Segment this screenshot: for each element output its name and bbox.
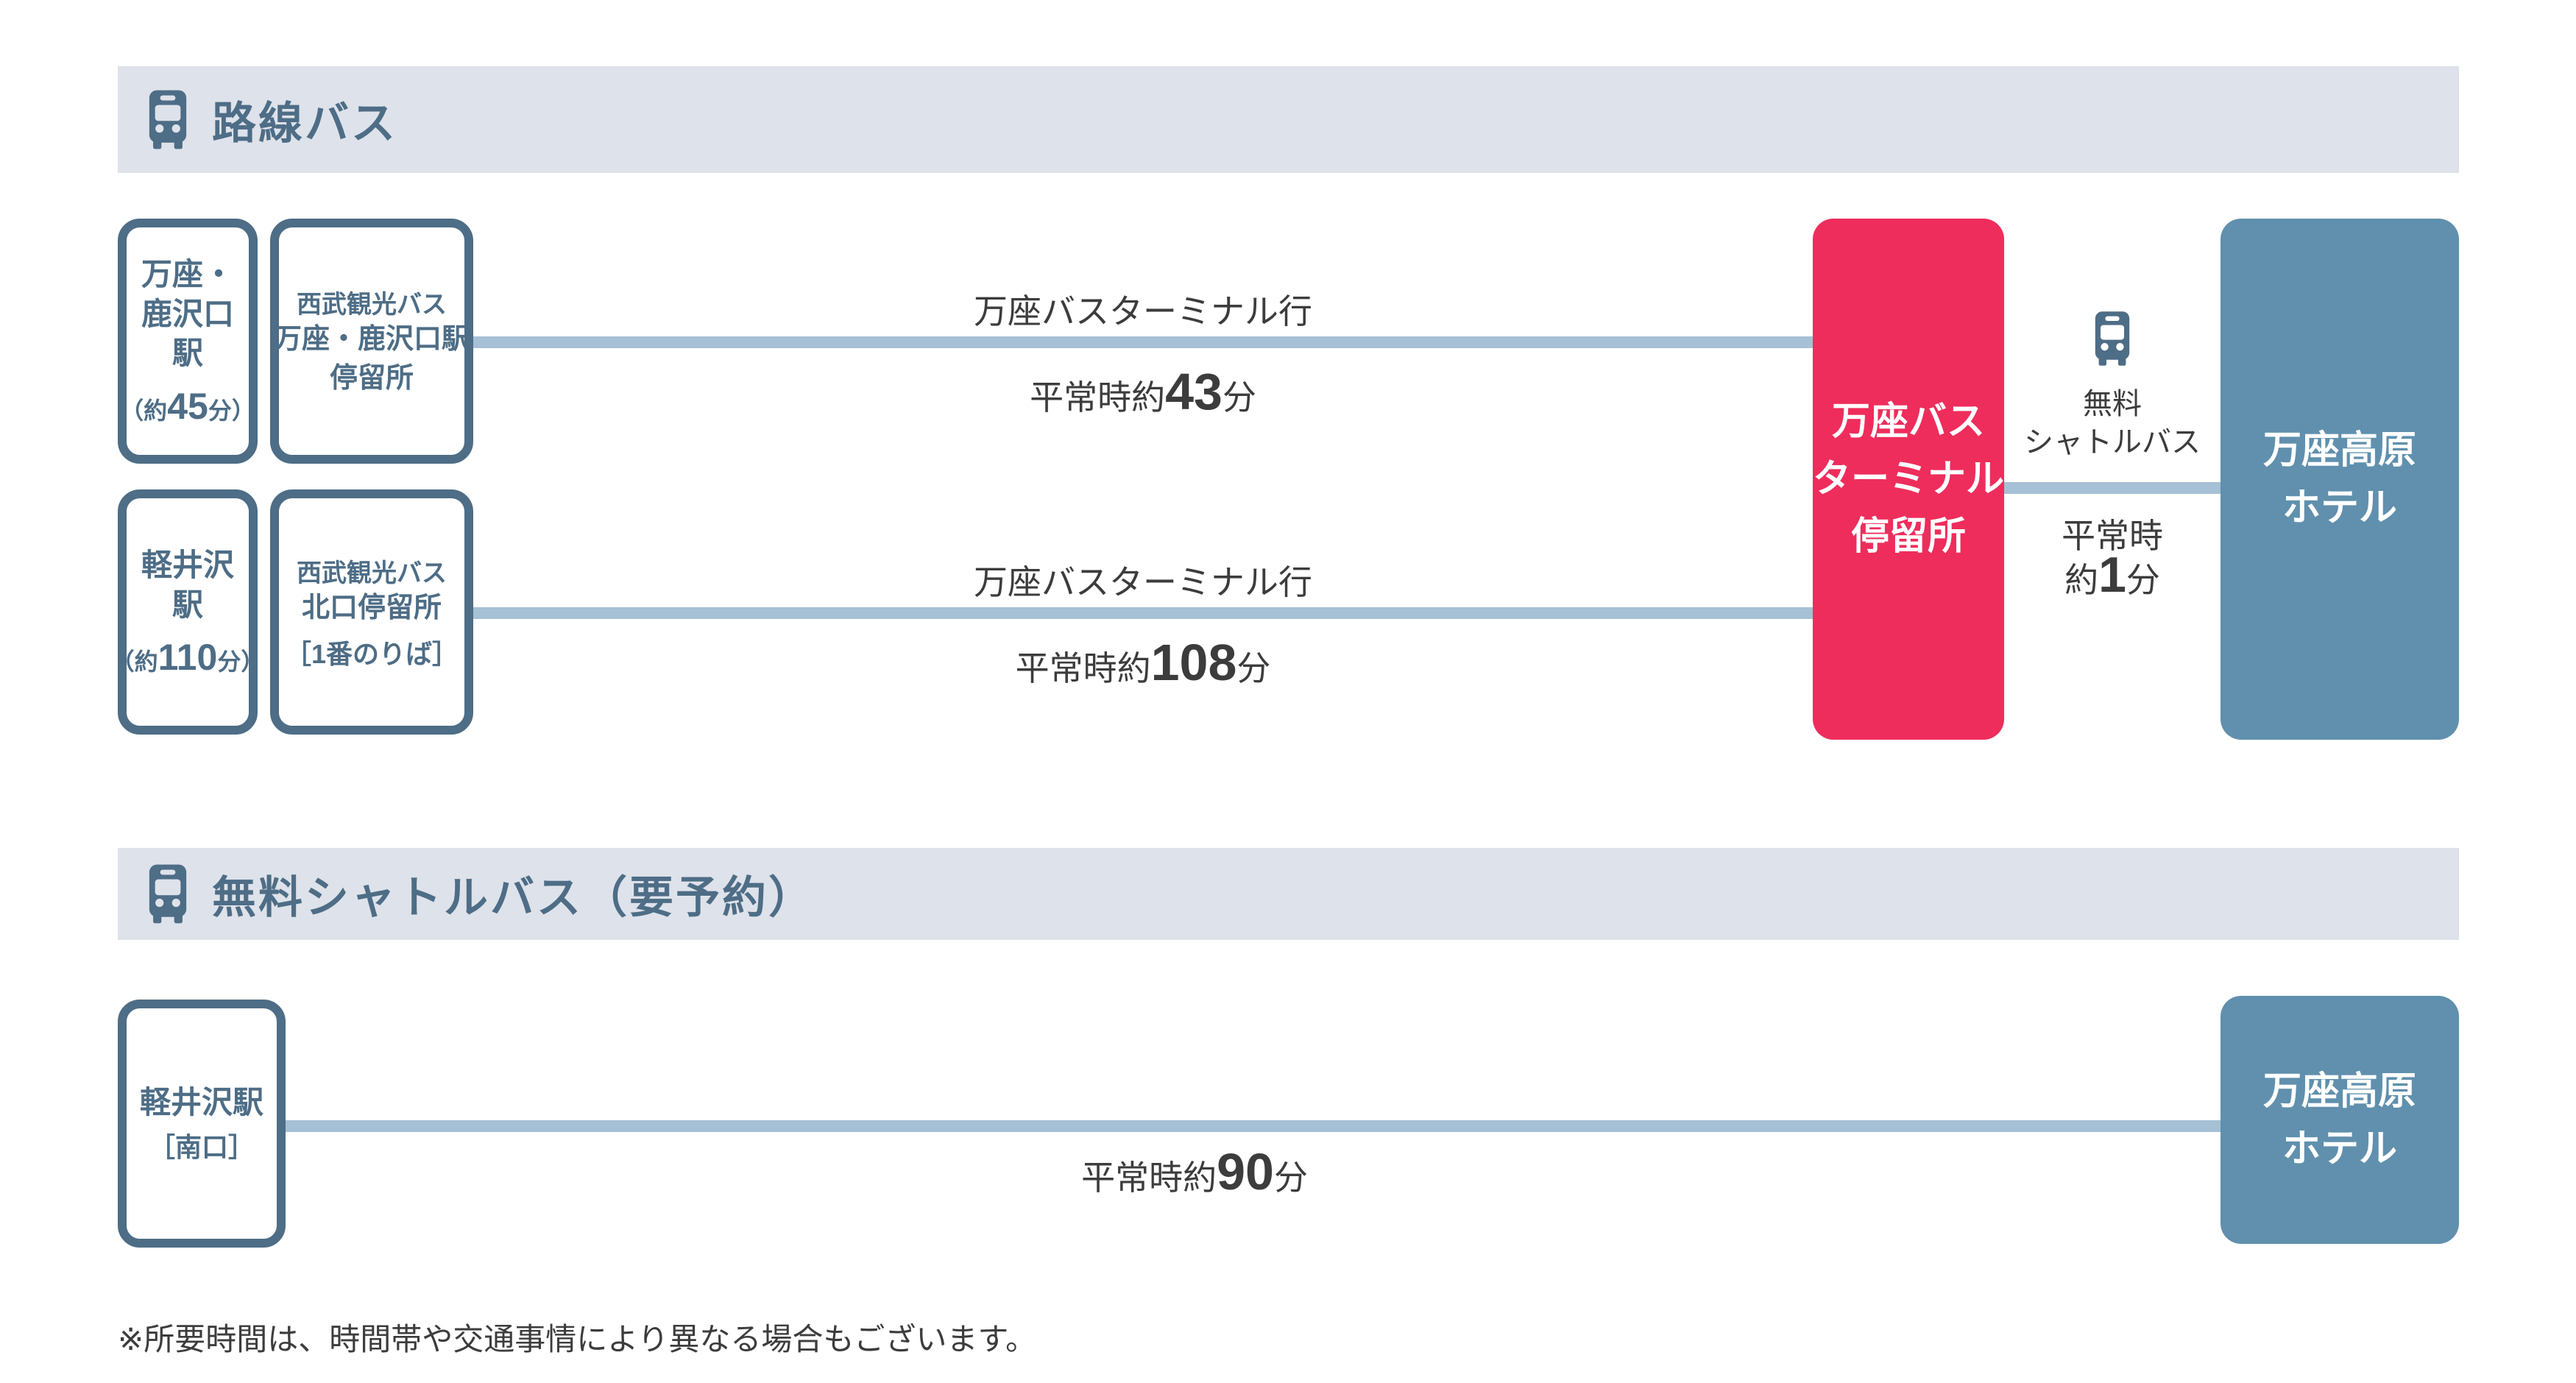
origin-station-name: 軽井沢駅	[141, 547, 234, 622]
free-shuttle-label-line2: シャトルバス	[2024, 426, 2201, 459]
time-prefix: 約	[2064, 561, 2099, 599]
free-shuttle-label-line1: 無料	[2083, 388, 2142, 420]
route-1-time-label: 平常時約43分	[473, 362, 1813, 421]
hotel-name-line2: ホテル	[2282, 487, 2397, 529]
time-suffix: 分	[1273, 1159, 1308, 1197]
shuttle-connector-line	[2004, 482, 2221, 494]
route-line-2	[473, 607, 1813, 619]
terminal-box-manza-bus-terminal: 万座バス ターミナル 停留所	[1813, 219, 2004, 740]
route-1-destination-label: 万座バスターミナル行	[974, 292, 1312, 330]
bus-company-name: 西武観光バス	[297, 290, 447, 319]
footnote: ※所要時間は、時間帯や交通事情により異なる場合もございます。	[118, 1322, 1037, 1357]
section-title-free-shuttle: 無料シャトルバス（要予約）	[212, 873, 815, 922]
hotel-name-line1: 万座高原	[2262, 429, 2416, 472]
bus-icon	[149, 864, 187, 924]
duration-prefix: （約	[110, 648, 158, 676]
origin-station-name: 軽井沢駅	[139, 1084, 263, 1120]
shuttle-bus-icon-wrap	[2004, 309, 2221, 372]
duration-suffix: 分）	[217, 648, 265, 676]
origin-box-karuizawa-south: 軽井沢駅 ［南口］	[118, 1000, 286, 1248]
origin-duration: （約110分）	[111, 636, 265, 679]
time-suffix: 分	[1222, 378, 1256, 417]
duration-suffix: 分）	[208, 397, 255, 425]
time-value: 90	[1217, 1143, 1274, 1200]
time-value: 108	[1150, 634, 1237, 691]
bus-stop-name: 万座・鹿沢口駅	[274, 323, 470, 355]
origin-box-manza-kazawaguchi: 万座・鹿沢口駅 （約45分）	[118, 219, 258, 464]
bus-stop-box-manza-kazawaguchi: 西武観光バス 万座・鹿沢口駅 停留所	[270, 219, 473, 464]
origin-box-karuizawa: 軽井沢駅 （約110分）	[111, 489, 264, 735]
bus-stop-name: 北口停留所	[301, 593, 442, 624]
duration-value: 110	[158, 637, 218, 679]
shuttle-time-label-line1: 平常時	[2062, 517, 2163, 555]
bus-company-name: 西武観光バス	[297, 559, 447, 588]
time-value: 43	[1165, 363, 1222, 420]
duration-prefix: （約	[120, 397, 168, 425]
terminal-name-line1: 万座バス	[1831, 400, 1985, 443]
terminal-name-line2: ターミナル	[1813, 458, 2005, 501]
bus-stop-box-kitaguchi: 西武観光バス 北口停留所 ［1番のりば］	[270, 489, 473, 735]
time-prefix: 平常時約	[1015, 649, 1151, 687]
hotel-name-line1: 万座高原	[2262, 1069, 2416, 1113]
section-title-route-bus: 路線バス	[212, 99, 397, 148]
origin-exit-label: ［南口］	[148, 1132, 255, 1163]
hotel-box-manza-kogen: 万座高原 ホテル	[2221, 219, 2459, 740]
terminal-name-line3: 停留所	[1850, 515, 1966, 558]
origin-duration: （約45分）	[120, 385, 255, 428]
time-prefix: 平常時約	[1081, 1159, 1217, 1197]
shuttle-time-label-line2: 約1分	[2004, 546, 2221, 604]
time-suffix: 分	[2126, 561, 2160, 599]
hotel-name-line2: ホテル	[2282, 1127, 2397, 1170]
route-bus-section-header: 路線バス	[118, 66, 2459, 173]
duration-value: 45	[167, 386, 208, 428]
origin-station-name: 万座・鹿沢口駅	[141, 256, 234, 371]
route-2-time-label: 平常時約108分	[473, 633, 1813, 692]
shuttle-section-header: 無料シャトルバス（要予約）	[118, 848, 2459, 940]
route-line-1	[473, 336, 1813, 348]
time-value: 1	[2098, 547, 2126, 603]
route-2-destination-label: 万座バスターミナル行	[974, 563, 1312, 601]
bus-stop-platform: ［1番のりば］	[284, 638, 459, 669]
shuttle-route-line	[286, 1120, 2221, 1132]
bus-icon	[2095, 311, 2130, 366]
shuttle-route-time-label: 平常時約90分	[286, 1142, 2103, 1201]
time-suffix: 分	[1236, 649, 1271, 687]
hotel-box-manza-kogen: 万座高原 ホテル	[2221, 996, 2459, 1244]
bus-icon	[149, 90, 187, 149]
time-prefix: 平常時約	[1030, 378, 1166, 417]
bus-stop-name-suffix: 停留所	[329, 363, 414, 394]
